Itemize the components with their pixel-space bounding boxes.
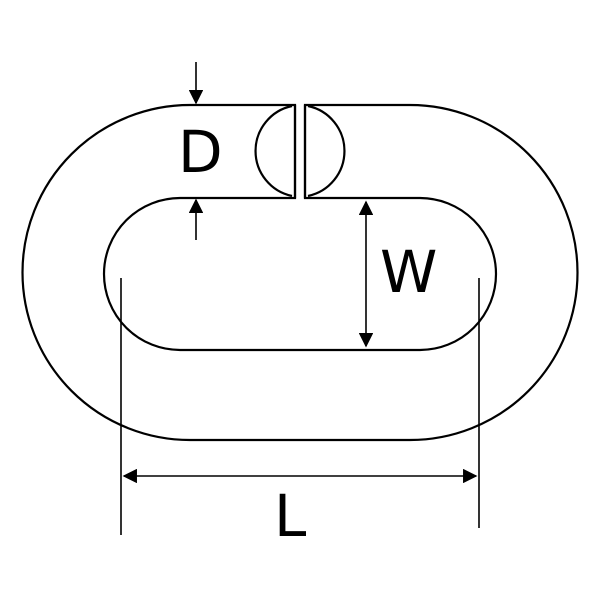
- d-dimension-label: D: [178, 118, 223, 186]
- w-dimension-label: W: [380, 238, 437, 306]
- l-dimension-label: L: [274, 482, 306, 550]
- cross-section-right-half: [307, 104, 346, 198]
- chain-link-body: [21, 103, 579, 442]
- cross-section-left-half: [254, 104, 293, 198]
